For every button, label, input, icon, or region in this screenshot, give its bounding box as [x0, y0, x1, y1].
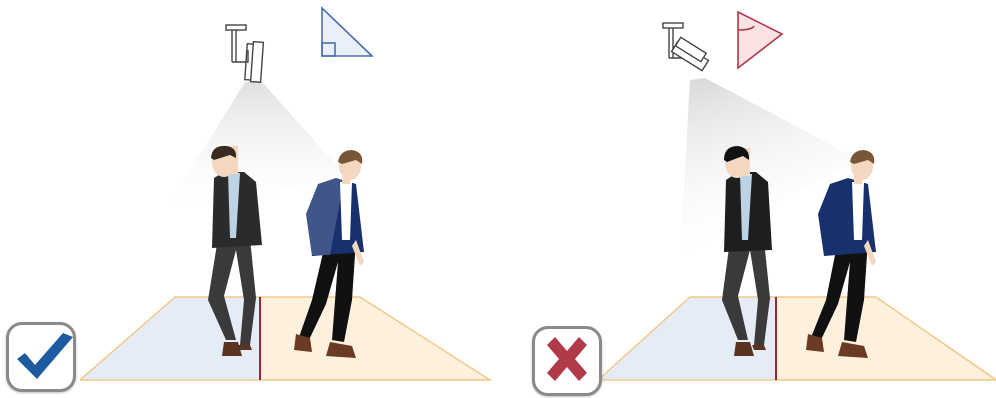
cross-icon — [535, 329, 599, 393]
acute-angle-icon — [738, 12, 782, 68]
cross-badge — [532, 326, 602, 396]
tilted-camera-icon — [663, 23, 708, 71]
vertical-mount-camera-icon — [226, 25, 263, 82]
scene-correct — [80, 8, 490, 380]
scene-incorrect — [598, 12, 996, 380]
floor-left-zone — [598, 297, 776, 380]
floor-right-zone — [260, 297, 490, 380]
right-angle-icon — [322, 8, 372, 56]
check-badge — [6, 322, 76, 392]
checkmark-icon — [9, 325, 73, 389]
